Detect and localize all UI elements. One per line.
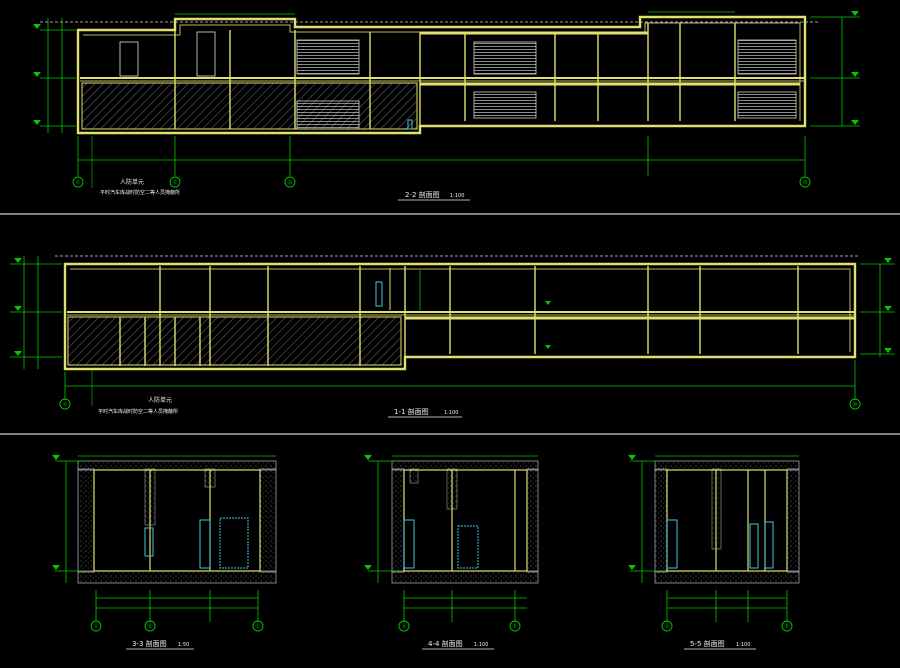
- axis-bubble: [144, 620, 156, 632]
- section-2-2-scale: 1:100: [450, 193, 464, 199]
- axis-label: Ⓑ: [147, 623, 152, 630]
- axis-bubble: [849, 398, 861, 410]
- axis-label: ①: [63, 402, 68, 408]
- section-3-3-title: 3-3 剖面图: [132, 639, 167, 648]
- section-3-3-scale: 1:50: [178, 642, 189, 648]
- axis-label: ㉚: [852, 401, 857, 408]
- elevation-markers: [33, 11, 859, 125]
- section-2-2-note: 平时汽车库战时防空二等人员掩蔽所: [100, 189, 180, 196]
- section-1-1-note: 平时汽车库战时防空二等人员掩蔽所: [98, 408, 178, 415]
- axis-label: ㉖: [287, 179, 292, 186]
- axis-bubble: [90, 620, 102, 632]
- axis-label: Ⓑ: [784, 623, 789, 630]
- section-4-4-scale: 1:100: [474, 642, 488, 648]
- axis-bubble: [398, 620, 410, 632]
- axis-label: Ⓐ: [401, 623, 406, 630]
- section-5-5-title: 5-5 剖面图: [690, 639, 725, 648]
- section-1-1-title: 1-1 剖面图: [394, 407, 429, 416]
- axis-label: ①: [76, 180, 81, 186]
- axis-label: ㉚: [802, 179, 807, 186]
- section-2-2-note-title: 人防单元: [120, 178, 144, 186]
- axis-label: ⑫: [172, 179, 177, 186]
- section-1-1-scale: 1:100: [444, 410, 458, 416]
- axis-bubble: [509, 620, 521, 632]
- axis-label: Ⓐ: [93, 623, 98, 630]
- axis-bubble: [781, 620, 793, 632]
- section-2-2: ① ⑫ ㉖ ㉚ 人防单元 平时汽车库战时防空二等人员掩蔽所 2-2 剖面图 1:100: [33, 11, 860, 201]
- axis-label: Ⓑ: [512, 623, 517, 630]
- section-4-4-title: 4-4 剖面图: [428, 639, 463, 648]
- axis-bubble: [59, 398, 71, 410]
- section-3-3: Ⓐ Ⓑ Ⓒ 3-3 剖面图 1:50: [52, 455, 277, 650]
- section-5-5-scale: 1:100: [736, 642, 750, 648]
- axis-bubble: [661, 620, 673, 632]
- axis-label: Ⓒ: [255, 623, 260, 630]
- axis-bubble: [169, 176, 181, 188]
- axis-bubble: [284, 176, 296, 188]
- axis-markers: ① ⑫ ㉖ ㉚: [72, 176, 811, 188]
- axis-bubble: [252, 620, 264, 632]
- axis-markers: Ⓐ Ⓑ Ⓒ: [90, 620, 264, 632]
- axis-bubble: [72, 176, 84, 188]
- axis-label: Ⓐ: [664, 623, 669, 630]
- section-1-1-note-title: 人防单元: [148, 396, 172, 404]
- section-2-2-title: 2-2 剖面图: [405, 190, 440, 199]
- axis-bubble: [799, 176, 811, 188]
